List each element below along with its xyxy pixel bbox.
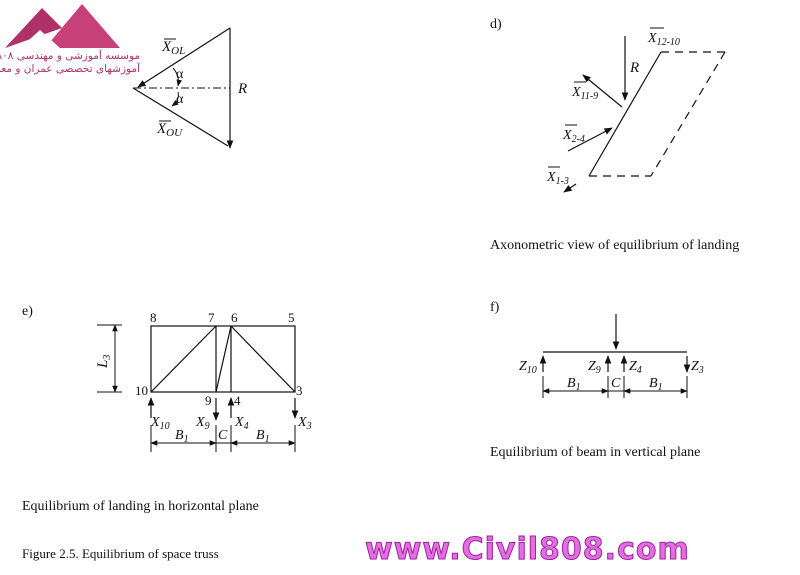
panel-f-caption: Equilibrium of beam in vertical plane: [490, 445, 701, 460]
node-6-label: 6: [231, 310, 238, 325]
alpha-label-lower: α: [176, 92, 184, 107]
x-3-label: X3: [297, 415, 312, 432]
c-label-e: C: [218, 428, 228, 443]
b1-label-right-e: B1: [256, 428, 270, 445]
r-label: R: [237, 81, 247, 97]
panel-e-label: e): [22, 304, 33, 319]
logo-line-1: موسسه آموزشی و مهندسی ۸۰۸: [0, 50, 140, 62]
x-11-9-label: X11-9: [571, 85, 598, 102]
x-4-label: X4: [234, 415, 249, 432]
panel-d-label: d): [490, 17, 502, 32]
landing-horizontal-truss-diagram: [97, 324, 299, 452]
x-ol-label: XOL: [161, 39, 185, 57]
beam-vertical-diagram: [539, 314, 691, 398]
l3-label: L3: [95, 355, 113, 369]
force-triangle-diagram: [132, 27, 234, 149]
c-label-f: C: [611, 376, 621, 391]
b1-label-left-e: B1: [175, 428, 189, 445]
node-4-label: 4: [234, 393, 241, 408]
node-7-label: 7: [208, 310, 215, 325]
z-10-label: Z10: [519, 359, 537, 376]
node-3-label: 3: [296, 383, 303, 398]
x-ou-label: XOU: [156, 121, 183, 139]
node-5-label: 5: [288, 310, 295, 325]
node-9-label: 9: [205, 393, 212, 408]
b1-label-left-f: B1: [567, 376, 581, 393]
z-3-label: Z3: [691, 359, 704, 376]
x-1-3-label: X1-3: [546, 170, 569, 187]
x-12-10-label: X12-10: [647, 31, 680, 48]
panel-f-label: f): [490, 300, 500, 315]
panel-d-caption: Axonometric view of equilibrium of landi…: [490, 238, 740, 253]
logo-line-2: آموزشهای تخصصی عمران و معماری: [0, 63, 140, 75]
institute-logo: موسسه آموزشی و مهندسی ۸۰۸ آموزشهای تخصصی…: [0, 0, 140, 90]
x-9-label: X9: [195, 415, 210, 432]
x-10-label: X10: [150, 415, 170, 432]
z-4-label: Z4: [629, 359, 642, 376]
alpha-label-upper: α: [176, 67, 184, 82]
logo-mark-icon: [5, 4, 120, 48]
r-label-d: R: [629, 60, 639, 76]
node-8-label: 8: [150, 310, 157, 325]
b1-label-right-f: B1: [649, 376, 663, 393]
landing-axonometric-diagram: [548, 27, 726, 193]
website-watermark: www.Civil808.com: [365, 532, 690, 568]
panel-e-caption: Equilibrium of landing in horizontal pla…: [22, 499, 259, 514]
figure-caption: Figure 2.5. Equilibrium of space truss: [22, 546, 219, 561]
z-9-label: Z9: [588, 359, 601, 376]
x-2-4-label: X2-4: [562, 128, 585, 145]
node-10-label: 10: [135, 383, 148, 398]
